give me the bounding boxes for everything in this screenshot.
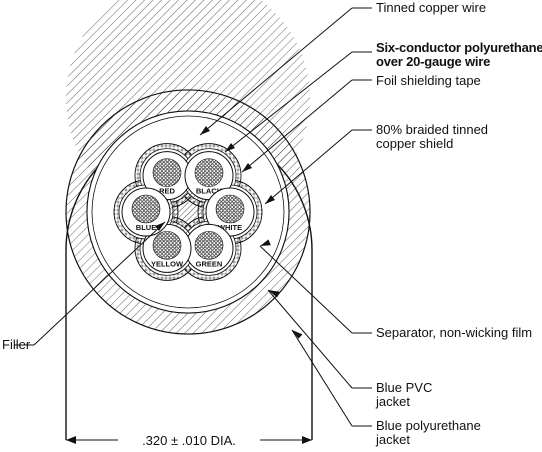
label-foil-shielding: Foil shielding tape — [376, 73, 481, 88]
conductor-label: BLUE — [136, 223, 156, 232]
conductor: WHITE — [205, 187, 255, 237]
label-tinned-copper-wire: Tinned copper wire — [376, 0, 486, 15]
leader-arrowheads — [155, 126, 303, 339]
conductor-strands — [152, 158, 182, 187]
separator-film — [91, 115, 285, 309]
conductor-strands — [215, 194, 245, 224]
label-braided-line1: 80% braided tinned — [376, 122, 488, 137]
label-pvc-line2: jacket — [375, 394, 410, 409]
conductor-label: GREEN — [196, 259, 223, 268]
conductor: GREEN — [184, 223, 234, 273]
conductor-strands — [194, 231, 224, 260]
conductor: BLACK — [184, 151, 234, 201]
label-polyurethane-line2: jacket — [375, 432, 410, 447]
label-pvc-line1: Blue PVC — [376, 380, 432, 395]
leader-lines — [14, 7, 372, 427]
label-separator: Separator, non-wicking film — [376, 325, 532, 340]
conductor-label: BLACK — [196, 187, 223, 196]
label-six-conductor-line2: over 20-gauge wire — [376, 54, 490, 69]
dimension-label: .320 ± .010 DIA. — [142, 433, 236, 448]
conductor: BLUE — [121, 187, 171, 237]
label-six-conductor-line1: Six-conductor polyurethane — [376, 40, 542, 55]
conductor: YELLOW — [142, 223, 192, 273]
dimension-line — [66, 432, 312, 448]
label-polyurethane-line1: Blue polyurethane — [376, 418, 481, 433]
conductors: RED BLACK WHITE GREEN YELLOW BLUE — [121, 151, 255, 273]
conductor-label: WHITE — [218, 223, 242, 232]
conductor-strands — [152, 231, 182, 260]
conductor-strands — [194, 158, 224, 187]
label-filler: Filler — [2, 337, 31, 352]
label-braided-line2: copper shield — [376, 136, 453, 151]
conductor-label: RED — [159, 187, 175, 196]
conductor-label: YELLOW — [151, 259, 184, 268]
conductor-strands — [131, 194, 161, 224]
